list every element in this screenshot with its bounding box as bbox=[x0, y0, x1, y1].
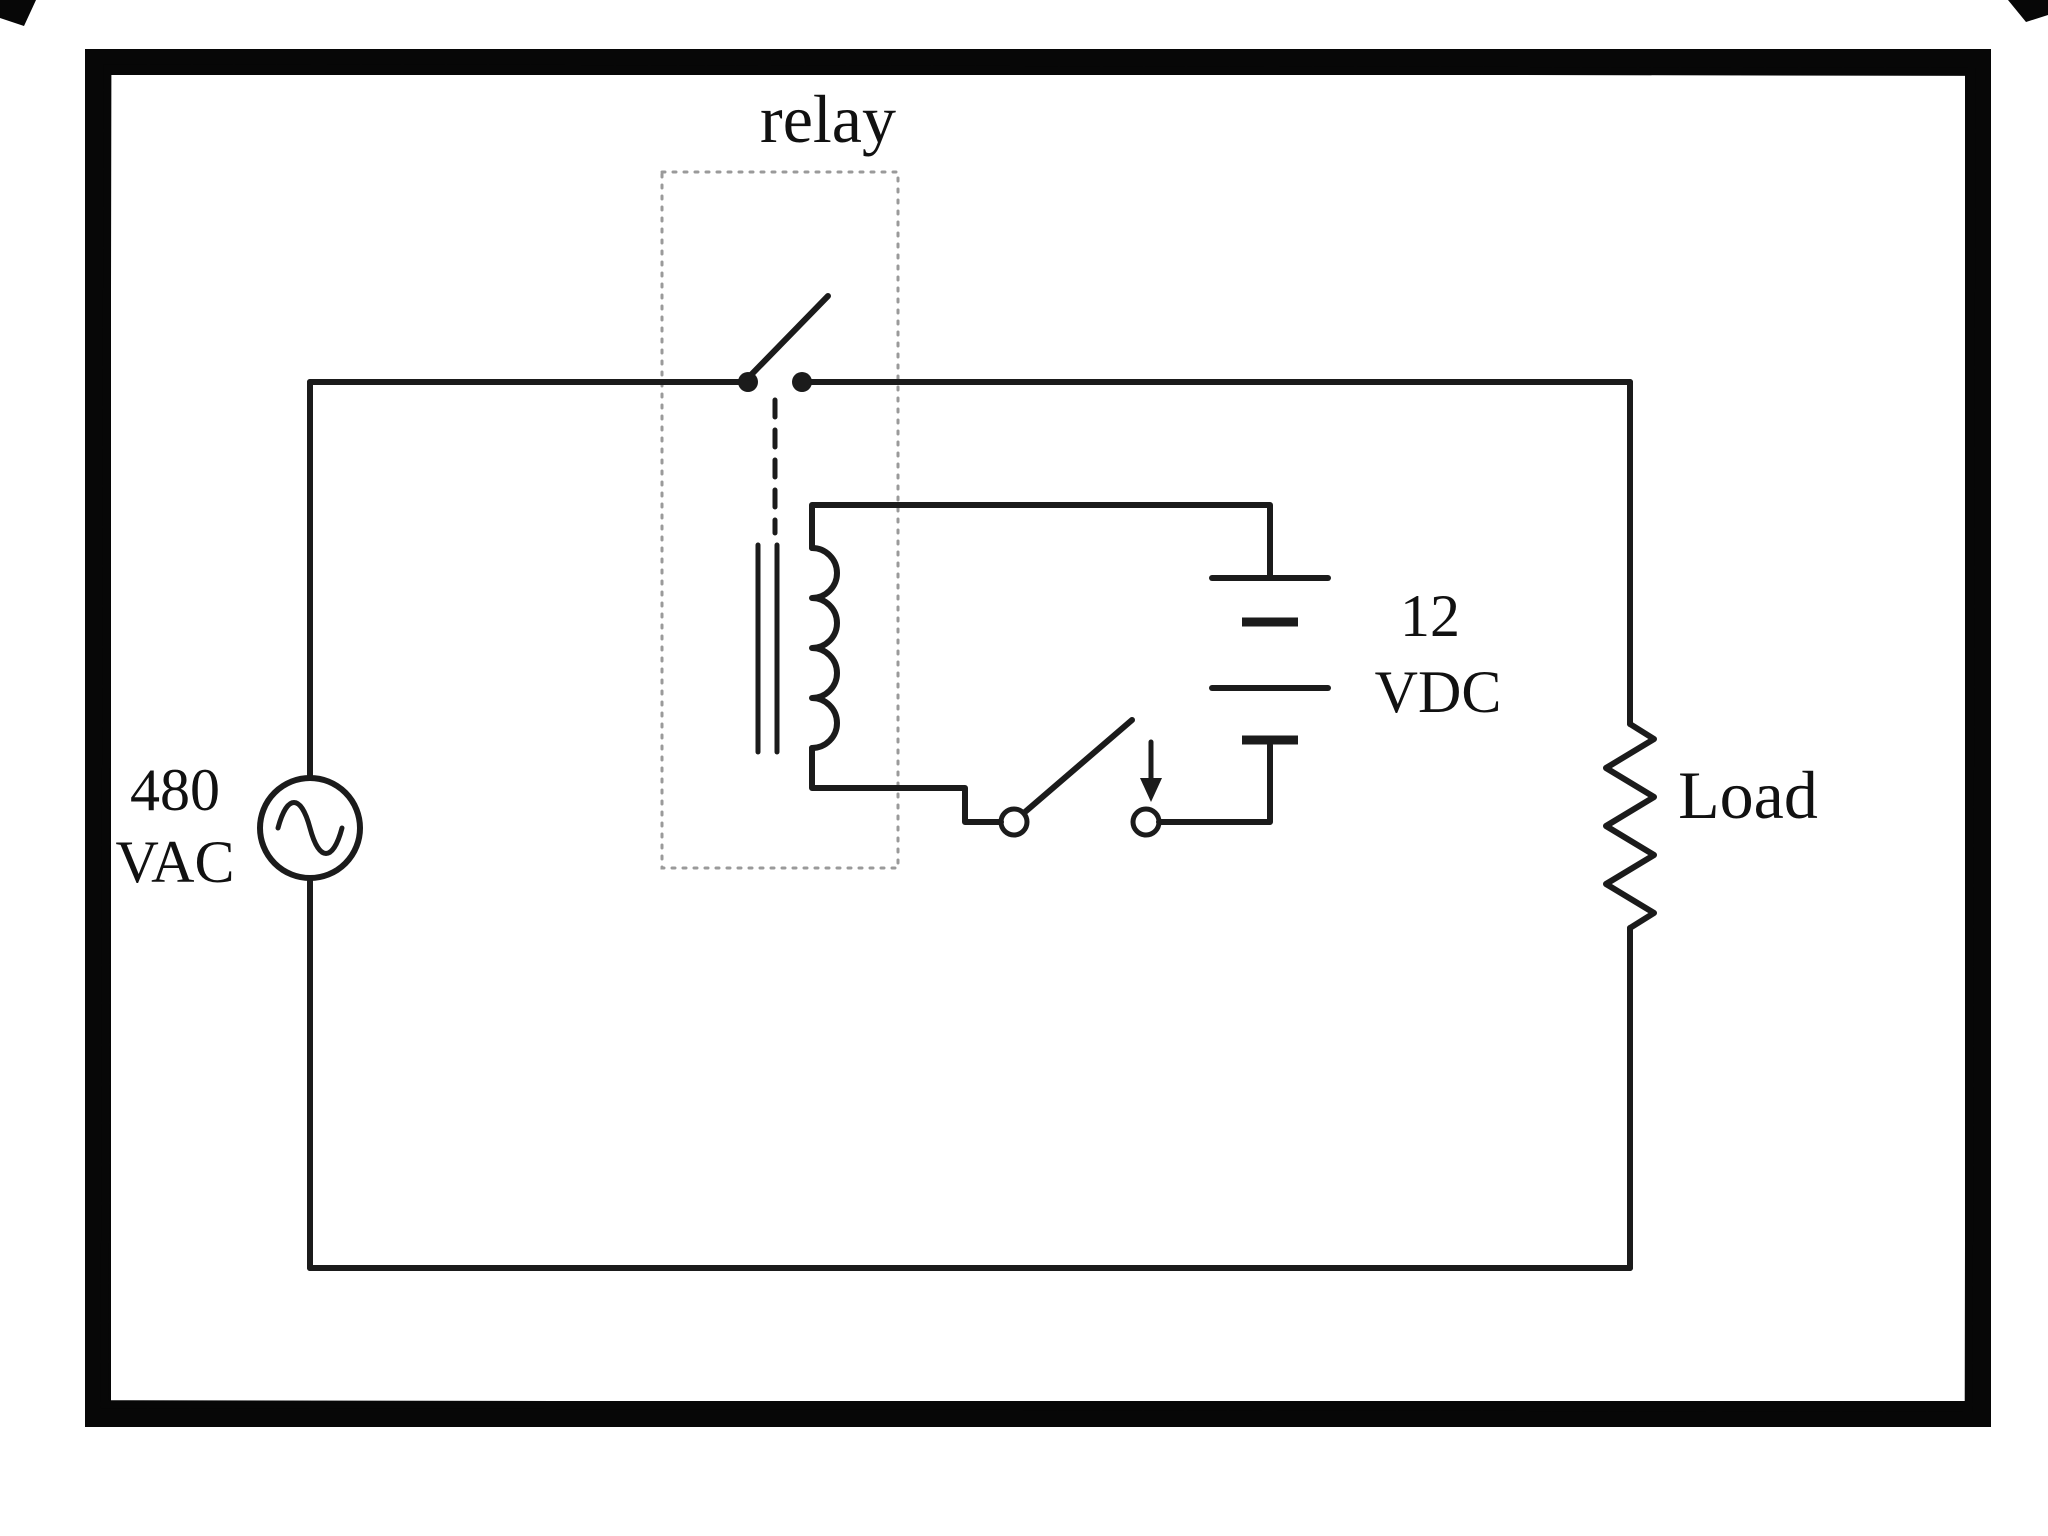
scan-artifact-top-right bbox=[2008, 0, 2048, 22]
battery-label-line1: 12 bbox=[1400, 583, 1460, 649]
ac-source bbox=[257, 775, 363, 881]
relay-coil bbox=[755, 542, 840, 755]
ac-source-label-line1: 480 bbox=[130, 757, 220, 823]
dc-battery bbox=[1209, 575, 1331, 745]
power-circuit-wires bbox=[307, 379, 1633, 1271]
battery-label-line2: VDC bbox=[1375, 659, 1502, 725]
photo-frame bbox=[0, 0, 2048, 1427]
scan-artifact-top-left bbox=[0, 0, 36, 26]
ac-source-label-line2: VAC bbox=[116, 829, 235, 895]
load-resistor bbox=[1603, 721, 1657, 931]
relay-boundary bbox=[660, 170, 900, 870]
switch-motion-arrowhead bbox=[1140, 778, 1162, 802]
sine-wave-icon bbox=[275, 800, 345, 856]
relay-label: relay bbox=[760, 81, 896, 157]
relay-contact bbox=[738, 293, 831, 536]
control-circuit-wires bbox=[809, 502, 1273, 825]
diagram-labels: relay 480 VAC 12 VDC Load bbox=[116, 81, 1818, 895]
dc-switch bbox=[998, 717, 1162, 838]
relay-coil-windings bbox=[809, 545, 840, 751]
load-label: Load bbox=[1678, 757, 1818, 833]
